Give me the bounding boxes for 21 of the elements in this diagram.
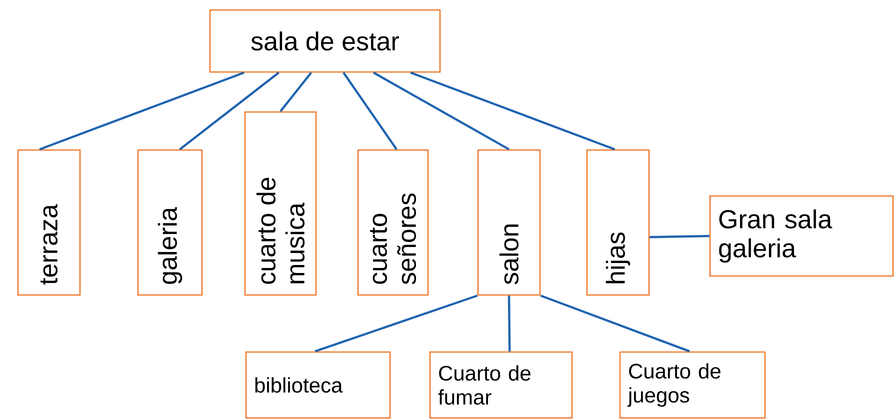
- connector-line: [280, 72, 312, 112]
- room-box: Cuarto de fumar: [429, 351, 573, 419]
- room-box: hijas: [586, 149, 650, 296]
- connector-line: [314, 294, 478, 352]
- connector-line: [373, 72, 510, 150]
- connector-line: [179, 72, 280, 150]
- connector-line: [508, 296, 511, 352]
- room-box: terraza: [17, 149, 81, 296]
- room-box: Gran sala galeria: [709, 195, 894, 277]
- room-box: biblioteca: [245, 351, 391, 419]
- connector-line: [342, 72, 398, 150]
- connector-line: [540, 294, 690, 352]
- connector-line: [39, 72, 244, 150]
- room-box: Cuarto de juegos: [619, 351, 766, 419]
- connector-line: [410, 72, 616, 150]
- room-box: sala de estar: [209, 9, 441, 73]
- room-box: cuarto de musica: [244, 111, 317, 296]
- room-box: salon: [477, 149, 541, 296]
- room-box: cuarto señores: [357, 149, 429, 296]
- connector-line: [650, 234, 710, 238]
- room-box: galeria: [137, 149, 203, 296]
